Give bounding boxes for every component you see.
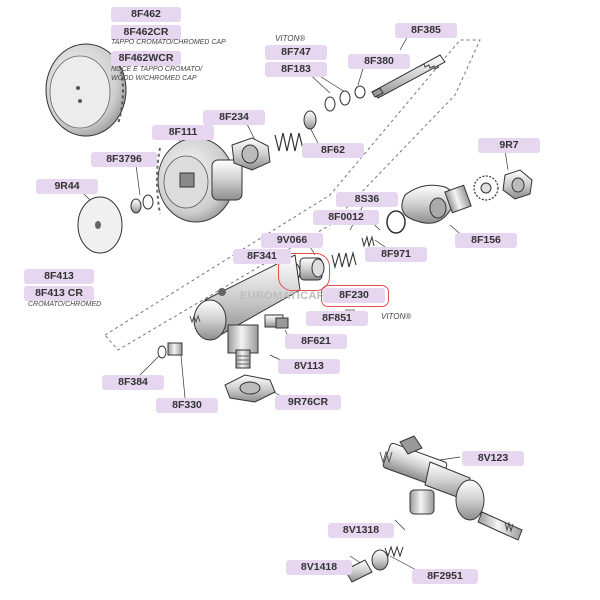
label-8f621[interactable]: 8F621: [285, 334, 347, 349]
label-8v1318[interactable]: 8V1318: [328, 523, 394, 538]
note-noce-line2: WOOD W/CHROMED CAP: [111, 75, 197, 82]
label-8f462wcr[interactable]: 8F462WCR: [111, 51, 181, 66]
spring-8f2951: [384, 545, 404, 558]
label-8f385[interactable]: 8F385: [395, 23, 457, 38]
viton-note-mid: VITON®: [381, 312, 412, 321]
label-8f462cr[interactable]: 8F462CR: [111, 25, 181, 40]
washer-8f3796: [130, 194, 154, 214]
needle-8v1418: [344, 549, 389, 583]
label-9r76cr[interactable]: 9R76CR: [275, 395, 341, 410]
highlight-valve-seat: [278, 253, 330, 291]
note-tappo-cromato: TAPPO CROMATO/CHROMED CAP: [111, 39, 226, 46]
label-9v066[interactable]: 9V066: [261, 233, 323, 248]
label-8f851[interactable]: 8F851: [306, 311, 368, 326]
label-8f234[interactable]: 8F234: [203, 110, 265, 125]
label-8f183[interactable]: 8F183: [265, 62, 327, 77]
handwheel-8f111: [156, 137, 243, 223]
knob-cap-8f462: [45, 43, 127, 137]
washers-8f747-8f183: [303, 85, 366, 130]
label-8f2951[interactable]: 8F2951: [412, 569, 478, 584]
label-8f62[interactable]: 8F62: [302, 143, 364, 158]
label-8v1418[interactable]: 8V1418: [286, 560, 352, 575]
hex-nut-8f234: [231, 137, 271, 171]
label-8f3796[interactable]: 8F3796: [91, 152, 157, 167]
label-9r7[interactable]: 9R7: [478, 138, 540, 153]
label-8s36[interactable]: 8S36: [336, 192, 398, 207]
o-ring-8s36: [386, 210, 406, 234]
shaft-8f385: [371, 54, 446, 99]
flange-8f156: [401, 184, 472, 224]
label-8v113[interactable]: 8V113: [278, 359, 340, 374]
label-8f0012[interactable]: 8F0012: [313, 210, 379, 225]
label-8f462[interactable]: 8F462: [111, 7, 181, 22]
label-8f747[interactable]: 8F747: [265, 45, 327, 60]
label-8f384[interactable]: 8F384: [102, 375, 164, 390]
label-8f341[interactable]: 8F341: [233, 249, 291, 264]
label-8f971[interactable]: 8F971: [365, 247, 427, 262]
valve-body: [189, 254, 301, 369]
note-cromato-chromed: CROMATO/CHROMED: [28, 301, 102, 308]
hex-nut-9r76cr: [224, 374, 276, 403]
label-9r44[interactable]: 9R44: [36, 179, 98, 194]
label-8f111[interactable]: 8F111: [152, 125, 214, 140]
fitting-8f384-8f330: [157, 342, 183, 359]
highlight-8f230: [321, 285, 389, 307]
label-8f413[interactable]: 8F413: [24, 269, 94, 284]
viton-note-top: VITON®: [275, 34, 306, 43]
label-8f413cr[interactable]: 8F413 CR: [24, 286, 94, 301]
spring-9v066: [331, 250, 357, 270]
hex-nut-9r7: [502, 169, 533, 200]
label-8f380[interactable]: 8F380: [348, 54, 410, 69]
label-8f156[interactable]: 8F156: [455, 233, 517, 248]
disc-9r44: [77, 196, 123, 254]
valve-assembly-8v123: [379, 435, 523, 541]
label-8f330[interactable]: 8F330: [156, 398, 218, 413]
label-8f230[interactable]: 8F230: [323, 288, 385, 303]
spring-8f971: [361, 235, 375, 248]
lock-washer-9r7: [473, 175, 499, 201]
assembly-boundary: [104, 39, 481, 351]
note-noce-line1: NOCE E TAPPO CROMATO/: [111, 66, 203, 73]
spring-8f62: [274, 132, 304, 152]
label-8v123[interactable]: 8V123: [462, 451, 524, 466]
